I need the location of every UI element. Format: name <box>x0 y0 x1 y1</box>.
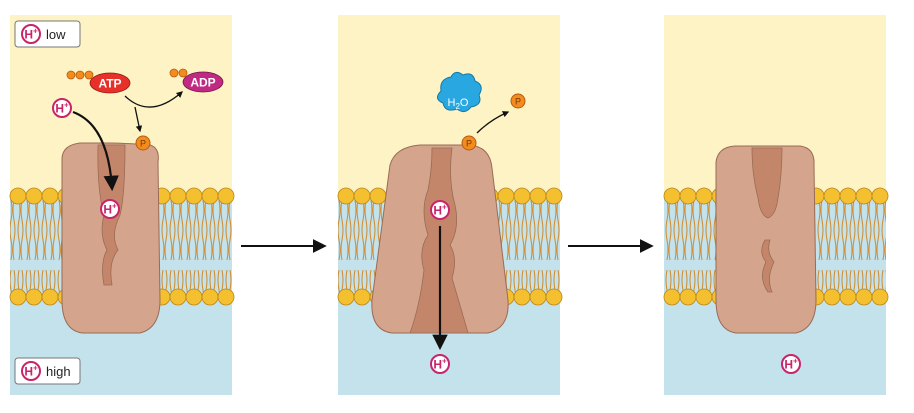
svg-text:H+: H+ <box>103 202 117 217</box>
water-label: H2O <box>448 97 469 111</box>
svg-text:H+: H+ <box>433 203 447 218</box>
lipid-head <box>217 288 235 306</box>
lipid-head <box>369 187 387 205</box>
lipid-head <box>169 187 187 205</box>
lipid-head <box>353 288 371 306</box>
lipid-head <box>663 187 681 205</box>
svg-text:H+: H+ <box>784 357 798 372</box>
lipid-head <box>337 288 355 306</box>
lipid-head <box>679 187 697 205</box>
lipid-head <box>839 187 857 205</box>
lipid-head <box>353 187 371 205</box>
lipid-head <box>41 288 59 306</box>
lipid-head <box>201 288 219 306</box>
svg-text:P: P <box>515 97 521 107</box>
lipid-head <box>169 288 187 306</box>
bound-phosphate-label: P <box>140 139 146 149</box>
lipid-head <box>529 288 547 306</box>
lipid-head <box>25 187 43 205</box>
h-high-label: H+ high <box>14 357 81 385</box>
h-ion-extracellular: H+ <box>781 354 801 374</box>
atp-label: ATP <box>98 77 121 91</box>
svg-text:P: P <box>466 139 472 149</box>
lipid-head <box>337 187 355 205</box>
lipid-head <box>25 288 43 306</box>
h-low-ion: H+ <box>24 27 38 42</box>
pump-protein <box>715 145 817 334</box>
atp-to-adp-arrow <box>124 91 183 108</box>
lipid-head <box>839 288 857 306</box>
pump-channel-lower <box>761 239 775 293</box>
lipid-head <box>545 288 563 306</box>
h-ion-released: H+ <box>430 354 450 374</box>
svg-text:H+: H+ <box>55 101 69 116</box>
lipid-head <box>823 288 841 306</box>
lipid-head <box>513 187 531 205</box>
low-text: low <box>46 27 66 42</box>
panel-2: H2O P P H+ H+ <box>337 15 563 395</box>
h-ion-entering: H+ <box>52 98 72 118</box>
lipid-head <box>185 187 203 205</box>
lipid-head <box>855 288 873 306</box>
high-text: high <box>46 364 71 379</box>
lipid-head <box>695 288 713 306</box>
svg-text:H+: H+ <box>433 357 447 372</box>
lipid-head <box>663 288 681 306</box>
lipid-head <box>871 288 889 306</box>
bound-phosphate: P <box>135 135 151 151</box>
lipid-head <box>201 187 219 205</box>
lipid-head <box>823 187 841 205</box>
bound-phosphate: P <box>461 135 477 151</box>
h-ion-in-channel: H+ <box>430 200 450 220</box>
h-low-label: H+ low <box>14 20 81 48</box>
adp-label: ADP <box>190 76 215 90</box>
h-ion-entry-arrow <box>72 110 119 192</box>
lipid-head <box>871 187 889 205</box>
h-ion-bound: H+ <box>100 199 120 219</box>
water-molecule: H2O <box>437 71 482 113</box>
atp-molecule: ATP <box>66 70 131 94</box>
panel-1: H+ low H+ high ATP ADP P <box>9 15 235 395</box>
lipid-head <box>41 187 59 205</box>
lipid-head <box>679 288 697 306</box>
lipid-head <box>497 187 515 205</box>
hydrolysis-arrow <box>476 111 510 134</box>
lipid-head <box>529 187 547 205</box>
h-high-ion: H+ <box>24 364 38 379</box>
lipid-head <box>217 187 235 205</box>
panel-3: H+ <box>663 15 889 395</box>
lipid-head <box>695 187 713 205</box>
released-phosphate: P <box>510 93 526 109</box>
lipid-head <box>9 187 27 205</box>
pump-channel <box>751 147 783 219</box>
phosphate-transfer-arrow <box>134 106 143 133</box>
lipid-head <box>545 187 563 205</box>
lipid-head <box>513 288 531 306</box>
lipid-head <box>855 187 873 205</box>
lipid-head <box>9 288 27 306</box>
lipid-head <box>185 288 203 306</box>
adp-molecule: ADP <box>169 68 224 93</box>
